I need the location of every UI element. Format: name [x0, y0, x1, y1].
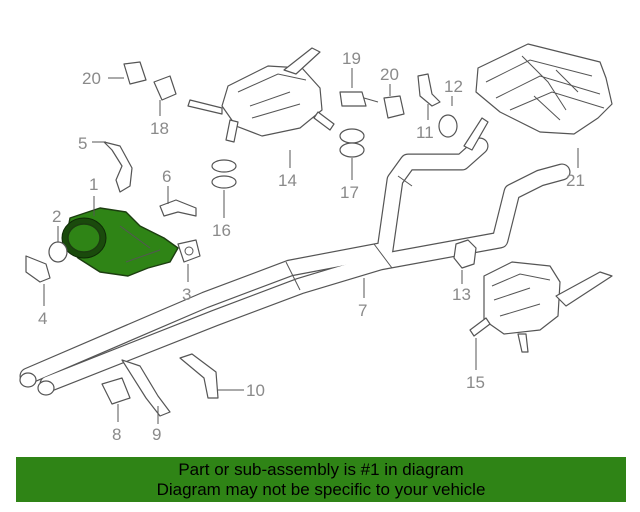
- banner-line-1: Part or sub-assembly is #1 in diagram: [178, 460, 464, 479]
- callout-4[interactable]: 4: [38, 309, 47, 328]
- bracket-10[interactable]: [179, 353, 219, 399]
- callout-20-right[interactable]: 20: [380, 65, 399, 84]
- clamp-16[interactable]: [211, 159, 237, 189]
- rubber-mount-20b[interactable]: [383, 95, 405, 119]
- callout-17[interactable]: 17: [340, 183, 359, 202]
- callout-7[interactable]: 7: [358, 301, 367, 320]
- rubber-mount-20a[interactable]: [123, 61, 147, 85]
- exhaust-system-diagram: 1 2 3 4 5 6 7 8 9 10 11 12 13 14 15 16 1…: [19, 43, 613, 444]
- callout-21[interactable]: 21: [566, 171, 585, 190]
- callout-5[interactable]: 5: [78, 134, 87, 153]
- callout-13[interactable]: 13: [452, 285, 471, 304]
- heat-shield[interactable]: [475, 43, 613, 135]
- rubber-mount-12[interactable]: [438, 114, 458, 138]
- hanger-11[interactable]: [417, 73, 441, 107]
- callout-11[interactable]: 11: [416, 123, 434, 142]
- clamp-17[interactable]: [339, 128, 365, 158]
- hanger-9[interactable]: [121, 359, 171, 417]
- rear-silencer[interactable]: [469, 261, 613, 353]
- callout-14[interactable]: 14: [278, 171, 297, 190]
- callout-1[interactable]: 1: [89, 175, 98, 194]
- gasket-2[interactable]: [48, 241, 68, 263]
- rubber-mount-13[interactable]: [453, 239, 477, 269]
- callout-16[interactable]: 16: [212, 221, 231, 240]
- bracket-8[interactable]: [101, 377, 131, 405]
- bracket-5[interactable]: [103, 141, 133, 193]
- callout-labels: 1 2 3 4 5 6 7 8 9 10 11 12 13 14 15 16 1…: [38, 49, 585, 444]
- banner-line-2: Diagram may not be specific to your vehi…: [156, 480, 486, 499]
- callout-19[interactable]: 19: [342, 49, 361, 68]
- callout-18[interactable]: 18: [150, 119, 169, 138]
- bracket-18[interactable]: [153, 75, 177, 101]
- callout-20-left[interactable]: 20: [82, 69, 101, 88]
- callout-6[interactable]: 6: [162, 167, 171, 186]
- front-silencer[interactable]: [187, 47, 335, 143]
- callout-3[interactable]: 3: [182, 285, 191, 304]
- callout-8[interactable]: 8: [112, 425, 121, 444]
- catalytic-converter[interactable]: [61, 207, 179, 277]
- callout-10[interactable]: 10: [246, 381, 265, 400]
- exhaust-pipe[interactable]: [19, 117, 571, 396]
- leader-lines: [43, 68, 579, 424]
- gasket-3[interactable]: [177, 239, 201, 263]
- flange-gasket-4[interactable]: [25, 255, 51, 283]
- part-info-banner: Part or sub-assembly is #1 in diagram Di…: [16, 457, 626, 502]
- callout-15[interactable]: 15: [466, 373, 485, 392]
- bracket-6[interactable]: [159, 199, 197, 217]
- hanger-19[interactable]: [339, 91, 379, 107]
- callout-12[interactable]: 12: [444, 77, 463, 96]
- callout-9[interactable]: 9: [152, 425, 161, 444]
- callout-2[interactable]: 2: [52, 207, 61, 226]
